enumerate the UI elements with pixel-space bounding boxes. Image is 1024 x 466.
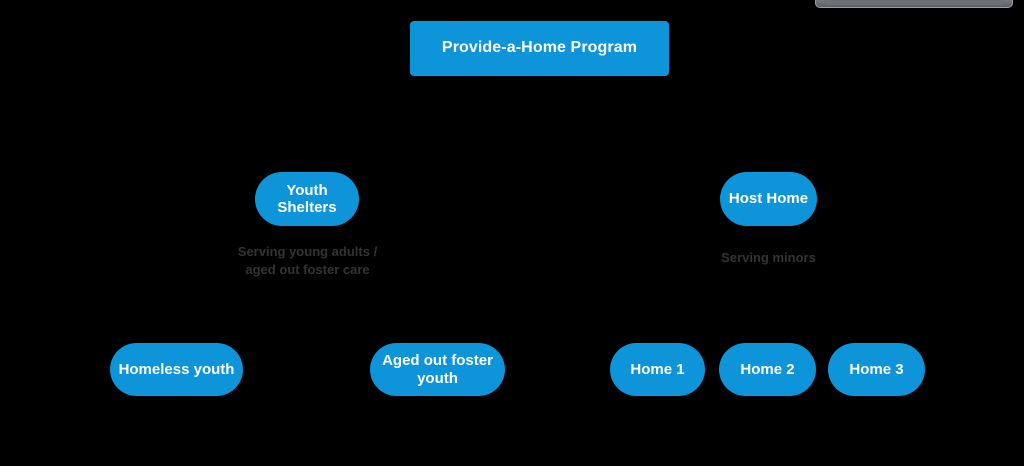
toolbar-strip-inner [824,0,1004,5]
node-youth-shelters[interactable]: Youth Shelters [255,172,359,226]
node-host-home[interactable]: Host Home [720,172,817,226]
caption-host-home: Serving minors [721,250,816,265]
node-home-3[interactable]: Home 3 [828,343,925,396]
node-homeless-youth[interactable]: Homeless youth [110,343,243,396]
node-home-2[interactable]: Home 2 [719,343,816,396]
caption-youth-shelters: Serving young adults / aged out foster c… [237,244,378,277]
node-aged-out-foster-youth[interactable]: Aged out foster youth [370,343,505,396]
node-home-1[interactable]: Home 1 [610,343,705,396]
node-provide-a-home-program[interactable]: Provide-a-Home Program [410,21,669,76]
clipped-toolbar-strip[interactable] [815,0,1013,8]
